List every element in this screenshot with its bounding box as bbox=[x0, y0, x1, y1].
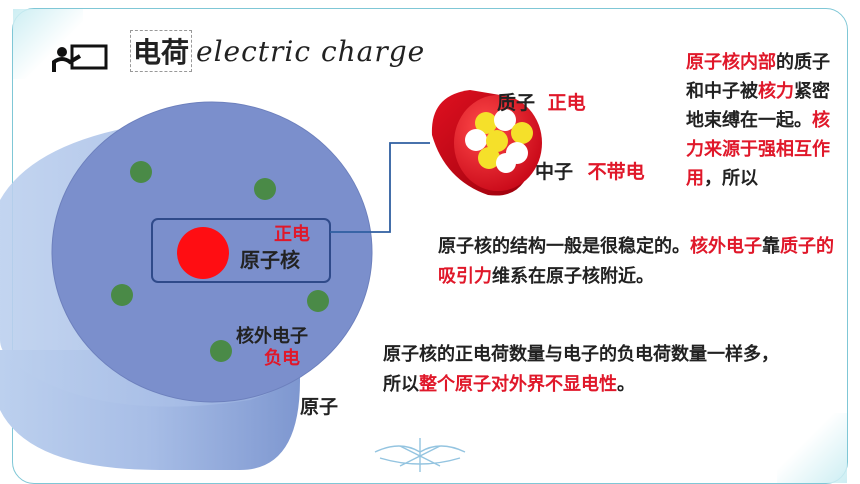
neutron bbox=[496, 153, 516, 173]
neutron bbox=[494, 109, 516, 131]
proton bbox=[475, 112, 497, 134]
connector-line bbox=[330, 142, 430, 233]
nucleus-enlarged bbox=[431, 90, 542, 196]
title-english: electric charge bbox=[196, 34, 426, 68]
electron-dot bbox=[111, 284, 133, 306]
nucleus-dot bbox=[177, 227, 229, 279]
nucleus-stability-text: 原子核的结构一般是很稳定的。核外电子靠质子的吸引力维系在原子核附近。 bbox=[438, 236, 834, 287]
electron-dot bbox=[307, 290, 329, 312]
proton-label: 质子 正电 bbox=[497, 92, 586, 114]
teacher-board-icon bbox=[52, 44, 108, 72]
nucleus-charge-label: 正电 bbox=[274, 224, 310, 245]
atom-label: 原子 bbox=[300, 396, 339, 418]
nuclear-force-text: 原子核内部的质子和中子被核力紧密地束缚在一起。核力来源于强相互作用，所以 bbox=[686, 52, 830, 189]
electron-charge-label: 负电 bbox=[264, 348, 300, 369]
title-chinese: 电荷 bbox=[130, 30, 193, 72]
electron-label: 核外电子 bbox=[236, 326, 308, 347]
corner-decoration-bottom-right bbox=[777, 413, 847, 483]
neutrality-text: 原子核的正电荷数量与电子的负电荷数量一样多，所以整个原子对外界不显电性。 bbox=[383, 344, 779, 395]
slide-title: 电荷 electric charge bbox=[52, 30, 425, 72]
snowflake-decoration-icon bbox=[374, 438, 466, 472]
proton bbox=[478, 147, 500, 169]
neutron-label: 中子 不带电 bbox=[535, 161, 645, 183]
electron-dot bbox=[254, 178, 276, 200]
nucleus-box bbox=[151, 218, 331, 283]
electron-dot bbox=[130, 161, 152, 183]
neutron bbox=[465, 129, 487, 151]
atom-cylinder bbox=[0, 101, 430, 470]
proton bbox=[486, 130, 508, 152]
nucleus-label: 原子核 bbox=[240, 248, 300, 272]
electron-dot bbox=[210, 340, 232, 362]
proton bbox=[511, 122, 533, 144]
